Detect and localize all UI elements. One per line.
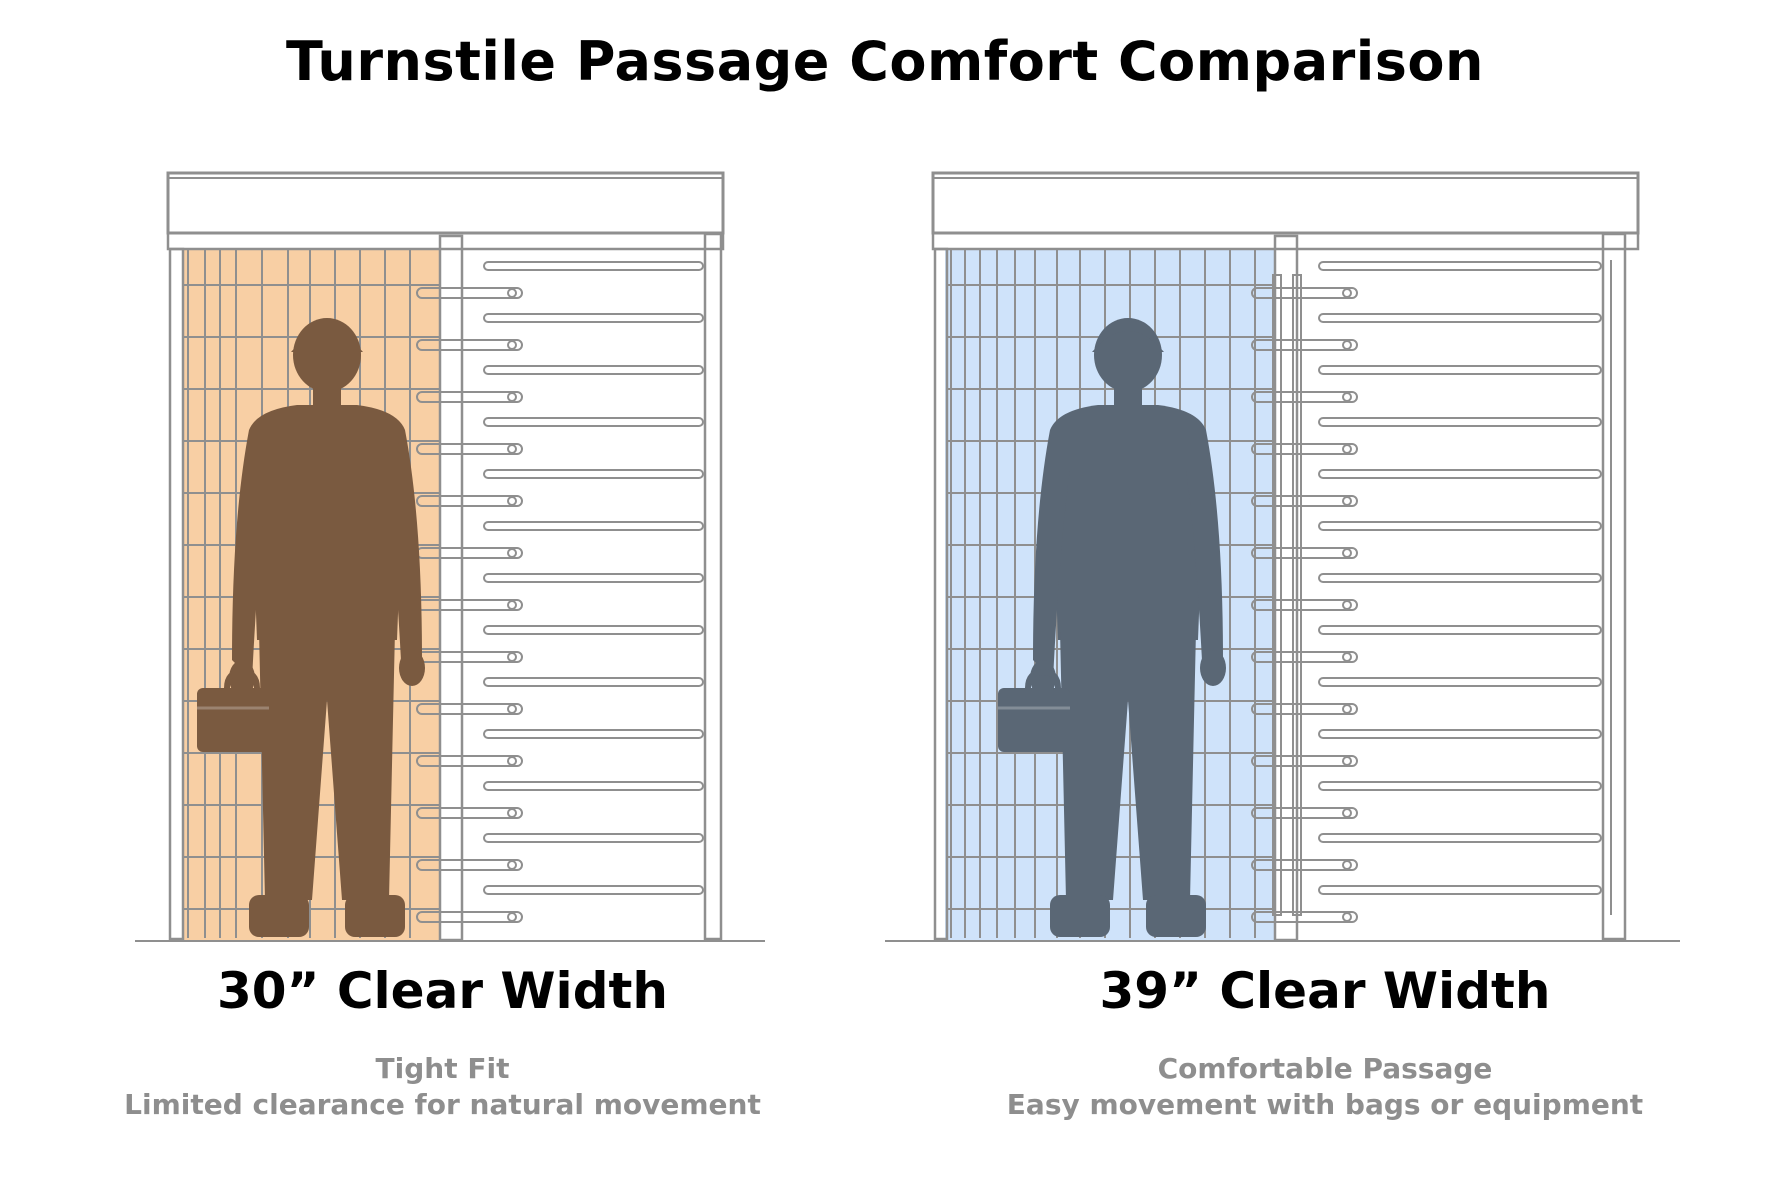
right-post	[703, 232, 723, 941]
left-post	[933, 247, 949, 941]
clear-width-label: 30” Clear Width	[217, 962, 668, 1020]
rotor-shaft	[438, 234, 464, 942]
description-label: Limited clearance for natural movement	[124, 1088, 761, 1121]
turnstile-canopy	[931, 171, 1640, 235]
person-silhouette	[197, 318, 425, 937]
rating-label: Comfortable Passage	[1157, 1052, 1493, 1085]
turnstile-canopy	[166, 171, 725, 235]
clear-width-label: 39” Clear Width	[1099, 962, 1551, 1020]
rotor-arms	[1251, 261, 1602, 923]
person-silhouette	[998, 318, 1226, 937]
description-label: Easy movement with bags or equipment	[1006, 1088, 1644, 1121]
rating-label: Tight Fit	[375, 1052, 510, 1085]
rotor-arms	[416, 261, 704, 923]
turnstile-diagram-39in	[885, 171, 1680, 942]
left-post	[168, 247, 185, 941]
turnstile-diagram-30in	[135, 171, 765, 942]
right-post	[1601, 232, 1627, 941]
page-title: Turnstile Passage Comfort Comparison	[286, 30, 1484, 93]
